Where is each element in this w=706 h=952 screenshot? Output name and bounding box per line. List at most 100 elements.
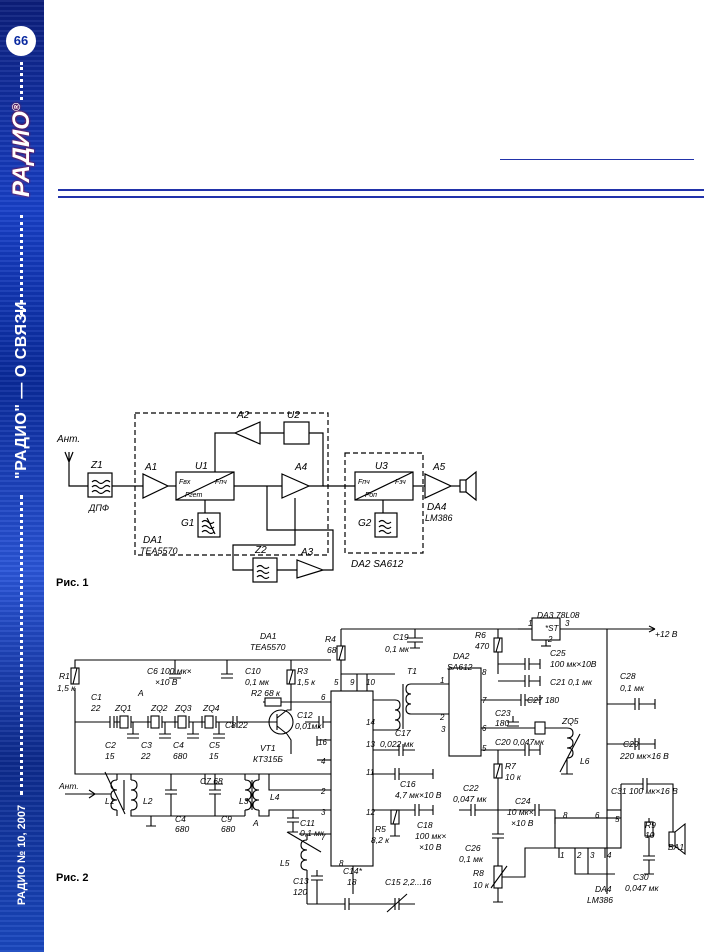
lbl-c6v: ×10 В [155,677,178,687]
lbl-t1: T1 [407,666,417,676]
svg-text:16: 16 [318,738,327,747]
label-g2: G2 [358,518,372,529]
svg-text:3: 3 [321,808,326,817]
svg-text:1: 1 [560,851,564,860]
lbl-c24: C24 [515,796,531,806]
dotted-rule [20,495,27,795]
lbl-c16v: 4,7 мк×10 В [395,790,442,800]
lbl-c4bv: 680 [175,824,189,834]
lbl-v12: +12 В [655,629,678,639]
label-fget: Fгет [185,492,202,499]
lbl-c3v: 22 [140,751,151,761]
svg-text:12: 12 [366,808,375,817]
label-u1: U1 [195,461,208,472]
lbl-l4: L4 [270,792,280,802]
lbl-r4v: 68 [327,645,337,655]
lbl-l5: L5 [280,858,290,868]
lbl-r6v: 470 [475,641,489,651]
lbl-c11v: 0,1 мк [300,828,325,838]
lbl-c12v: 0,01мк [295,721,322,731]
lbl-r9v: 10 [645,830,655,840]
lbl-c20: C20 0,047мк [495,737,545,747]
lbl-lm: LM386 [587,895,613,905]
svg-text:5: 5 [615,815,620,824]
lbl-c18v2: ×10 В [419,842,442,852]
lbl-c4v: 680 [173,751,187,761]
issue-info: РАДИО № 10, 2007 [16,804,28,906]
label-u3: U3 [375,461,388,472]
lbl-r9: R9 [645,820,656,830]
lbl-r6: R6 [475,630,486,640]
lbl-c28v: 0,1 мк [620,683,645,693]
lbl-c13v: 120 [293,887,307,897]
lbl-c30v: 0,047 мк [625,883,659,893]
header-rule-thin [500,159,694,160]
page-number: 66 [6,26,36,56]
label-a5: A5 [432,462,446,473]
svg-text:4: 4 [321,757,326,766]
svg-text:9: 9 [350,678,355,687]
label-fpch: Fпч [215,479,227,486]
lbl-vt1: VT1 [260,743,276,753]
lbl-c4: C4 [173,740,184,750]
lbl-c18: C18 [417,820,433,830]
lbl-c9v: 680 [221,824,235,834]
lbl-c15: C15 2,2...16 [385,877,432,887]
lbl-c18v: 100 мк× [415,831,446,841]
lbl-zq2: ZQ2 [150,703,168,713]
lbl-st: *ST [545,624,559,633]
figure-1-block-diagram: Ант. Z1 ДПФ A1 U1 Fвх Fгет Fпч G1 DA1 TE… [56,410,477,583]
section-title: "РАДИО" — О СВЯЗИ [13,301,30,479]
label-fzch: Fзч [395,479,406,486]
lbl-da2: DA2 [453,651,470,661]
lbl-c1: C1 [91,692,102,702]
lbl-da1: DA1 [260,631,277,641]
dotted-rule [20,215,27,315]
label-lm: LM386 [425,513,453,523]
svg-text:6: 6 [595,811,600,820]
svg-text:5: 5 [482,744,487,753]
registered-mark: ® [11,102,23,112]
lbl-c12: C12 [297,710,313,720]
lbl-c22v: 0,047 мк [453,794,487,804]
svg-text:3: 3 [565,619,570,628]
lbl-c1v: 22 [90,703,101,713]
lbl-r7: R7 [505,761,516,771]
lbl-c29v: 220 мк×16 В [619,751,669,761]
label-z2: Z2 [254,545,267,556]
lbl-c22: C22 [463,783,479,793]
label-a1: A1 [144,462,157,473]
lbl-r2: R2 68 к [251,688,281,698]
lbl-r1: R1 [59,671,70,681]
svg-text:8: 8 [482,668,487,677]
lbl-c7: C7 68 [200,776,223,786]
svg-text:11: 11 [366,768,374,777]
lbl-c4b: C4 [175,814,186,824]
lbl-c6: C6 100 мк× [147,666,192,676]
svg-text:1: 1 [528,619,532,628]
label-da1: DA1 [143,535,162,546]
label-fvh: Fвх [179,479,191,486]
lbl-c25: C25 [550,648,566,658]
lbl-c26: C26 [465,843,481,853]
lbl-c11: C11 [300,818,315,828]
lbl-ant: Ант. [58,781,79,791]
lbl-r8v: 10 к [473,880,490,890]
svg-text:10: 10 [366,678,375,687]
lbl-c19v: 0,1 мк [385,644,410,654]
lbl-l1: L1 [105,796,115,806]
lbl-c2v: 15 [105,751,115,761]
lbl-c19: C19 [393,632,409,642]
label-z1: Z1 [90,460,103,471]
label-fop: Fоп [365,492,377,499]
lbl-c5: C5 [209,740,220,750]
lbl-c10: C10 [245,666,261,676]
lbl-c5v: 15 [209,751,219,761]
lbl-r4: R4 [325,634,336,644]
lbl-c13: C13 [293,876,309,886]
lbl-c31: C31 100 мк×16 В [611,786,678,796]
label-ant: Ант. [56,434,80,445]
lbl-c16: C16 [400,779,416,789]
label-dpf: ДПФ [88,503,109,513]
lbl-c27: C27 180 [527,695,559,705]
